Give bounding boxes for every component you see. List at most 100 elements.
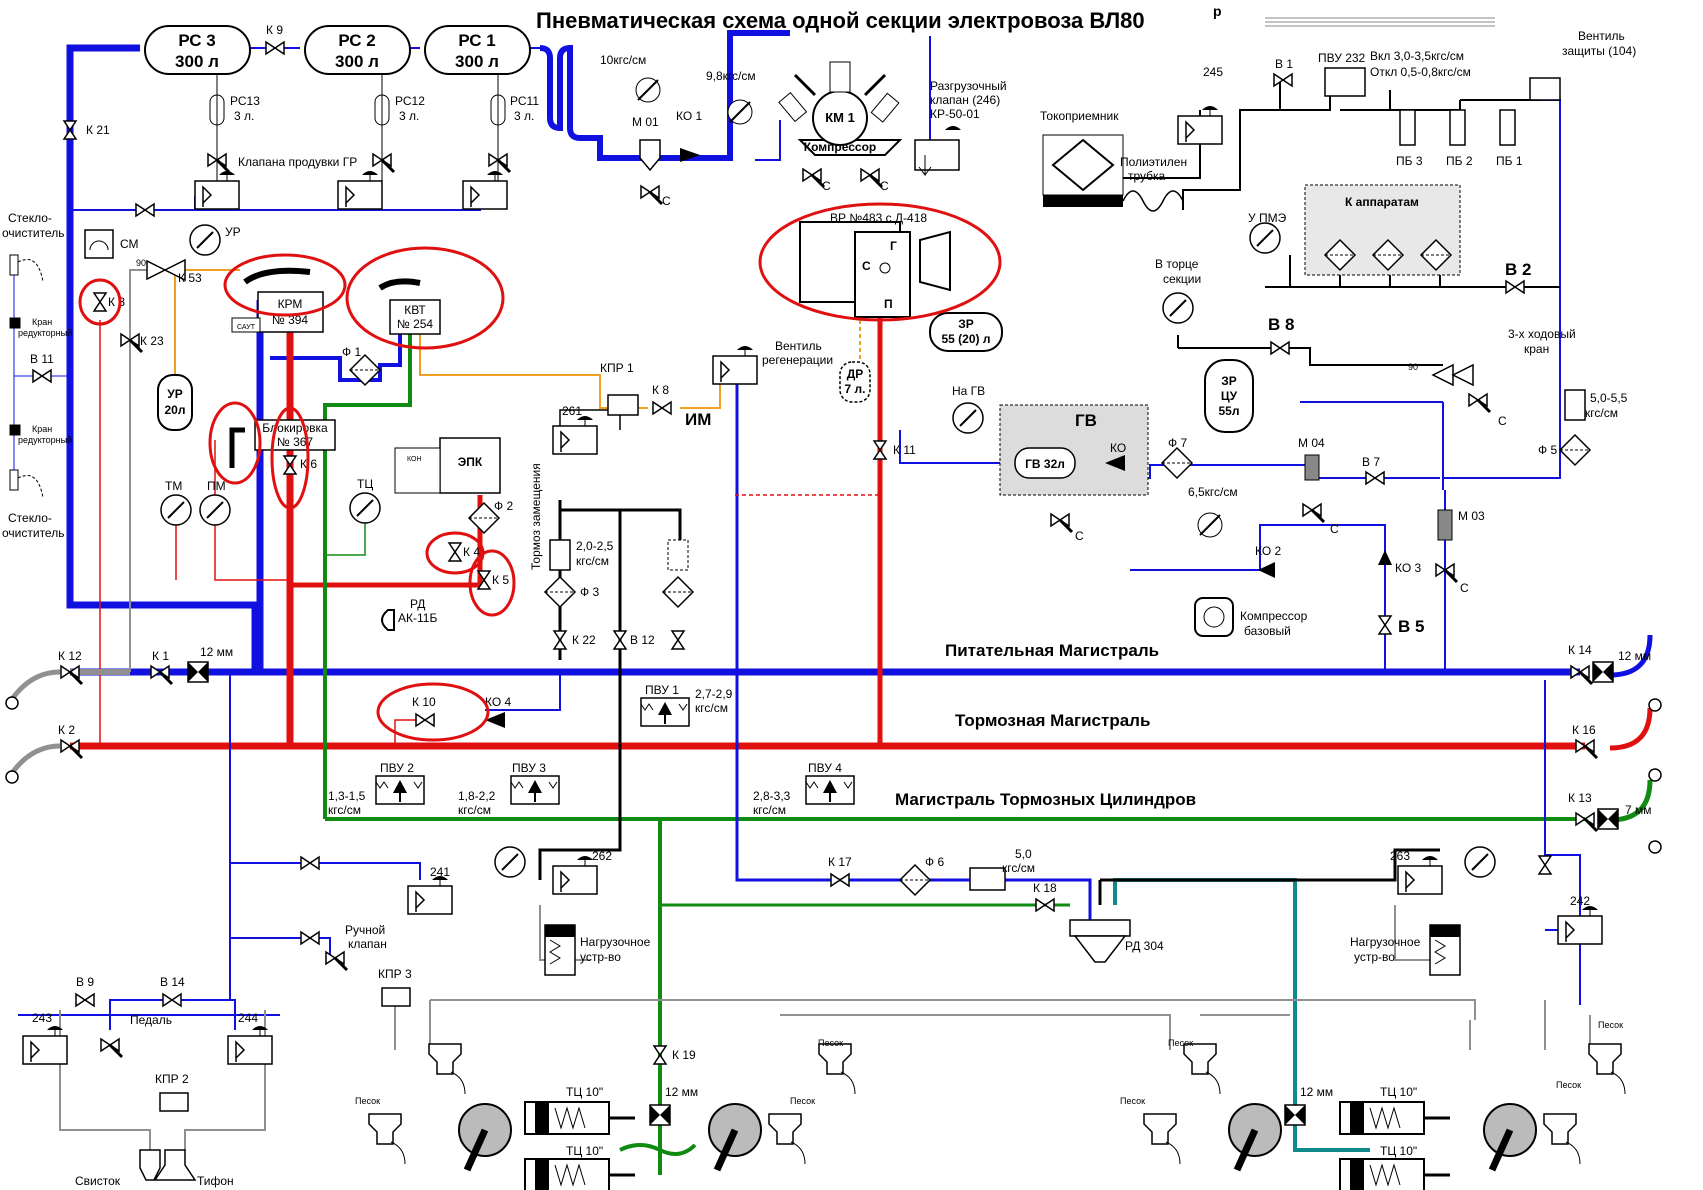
label-262: 262	[592, 849, 612, 863]
check-valve-ko4	[485, 712, 505, 728]
wheel-3	[1229, 1104, 1281, 1170]
label-k19: К 19	[672, 1048, 696, 1062]
label-tm: ТМ	[165, 479, 182, 493]
svg-text:КОН: КОН	[407, 456, 422, 463]
load-device-left	[544, 924, 576, 976]
label-f5: Ф 5	[1538, 443, 1557, 457]
label-k13: К 13	[1568, 791, 1592, 805]
label-im: ИМ	[685, 410, 711, 429]
label-manual-2: клапан	[348, 937, 387, 951]
gauge-tm	[160, 494, 192, 526]
relief-valve-9-8	[727, 99, 753, 125]
valve-k3	[93, 292, 107, 312]
drain-cock-m03	[1434, 562, 1459, 584]
gauge-262	[494, 846, 526, 878]
label-2-7-1: 2,7-2,9	[695, 687, 733, 701]
choke-left	[187, 661, 209, 683]
svg-text:ДР: ДР	[847, 367, 864, 381]
valve-k11	[873, 440, 887, 460]
label-kran-top-1: Кран	[32, 317, 52, 327]
valve-241	[407, 875, 453, 915]
pedal-valve	[99, 1037, 124, 1059]
svg-text:УР: УР	[167, 387, 182, 401]
label-pm: ПМ	[207, 479, 226, 493]
purge-cock-rs13	[206, 152, 231, 174]
valve-v14	[162, 993, 182, 1007]
svg-text:№ 394: № 394	[272, 313, 309, 327]
valve-v9	[75, 993, 95, 1007]
pressure-sensor-rd	[381, 609, 395, 631]
label-sand-3: Песок	[790, 1096, 815, 1106]
relief-valve-6-5	[1197, 512, 1223, 538]
brake-cylinder-4	[1338, 1157, 1452, 1190]
label-regen-2: регенерации	[762, 353, 833, 367]
valve-v2	[1505, 280, 1525, 294]
svg-text:55л: 55л	[1219, 404, 1240, 418]
label-c-km-2: С	[880, 179, 889, 193]
svg-text:20л: 20л	[165, 403, 186, 417]
sander-7	[1543, 1113, 1581, 1165]
label-rs13-vol: 3 л.	[234, 109, 254, 123]
label-ko3: КО 3	[1395, 561, 1422, 575]
reservoir-ur: УР 20л	[157, 374, 193, 431]
gv-box: ГВ 32л	[999, 404, 1149, 496]
valve-v11	[32, 369, 52, 383]
label-90-left: 90	[136, 258, 146, 268]
reservoir-rs1: РС 1 300 л	[424, 25, 531, 75]
svg-text:ЭПК: ЭПК	[458, 455, 483, 469]
label-pb1: ПБ 1	[1496, 154, 1523, 168]
svg-text:300 л: 300 л	[455, 52, 499, 71]
label-d12-lower-right: 12 мм	[1300, 1085, 1333, 1099]
label-poly-2: трубка	[1128, 169, 1166, 183]
purge-cock-rs12	[371, 152, 396, 174]
label-vr483: ВР №483 с Д-418	[830, 211, 927, 225]
valve-k6	[283, 455, 297, 475]
valve-k4	[448, 542, 462, 562]
highlight-marks	[78, 202, 1002, 742]
svg-text:КВТ: КВТ	[404, 303, 426, 317]
label-regen-1: Вентиль	[775, 339, 822, 353]
check-valve-ko3	[1378, 550, 1392, 565]
kvt-254: КВТ № 254	[378, 278, 441, 335]
label-d12-lower-left: 12 мм	[665, 1085, 698, 1099]
wheel-1	[459, 1104, 511, 1170]
label-v1: В 1	[1275, 57, 1293, 71]
filter-f7	[1161, 447, 1193, 479]
pb-valves	[1399, 109, 1516, 146]
label-sand-1: Песок	[355, 1096, 380, 1106]
check-valve-ko2	[1258, 562, 1275, 578]
valve-cyl-lower	[300, 856, 320, 870]
label-244: 244	[238, 1011, 258, 1025]
brake-cylinder-3	[1338, 1100, 1452, 1136]
label-k3: К 3	[108, 295, 125, 309]
label-k11: К 11	[893, 443, 916, 457]
valve-k8	[652, 401, 672, 415]
svg-text:Компрессор: Компрессор	[804, 140, 876, 154]
label-k4: К 4	[463, 545, 480, 559]
label-pvu2: ПВУ 2	[380, 761, 414, 775]
moisture-m03	[1437, 509, 1453, 541]
label-242: 242	[1570, 894, 1590, 908]
valve-feed-top	[135, 203, 155, 217]
svg-text:ЗР: ЗР	[958, 317, 974, 331]
svg-text:ЦУ: ЦУ	[1221, 389, 1238, 403]
valve-k10	[415, 713, 435, 727]
label-v12: В 12	[630, 633, 655, 647]
epk: ЭПК КОН	[394, 437, 501, 494]
interlock-367: Блокировка № 367	[229, 419, 336, 468]
label-manual-1: Ручной	[345, 923, 385, 937]
label-243: 243	[32, 1011, 52, 1025]
label-pvu1: ПВУ 1	[645, 683, 679, 697]
label-unload-1: Разгрузочный	[930, 79, 1007, 93]
purge-valve-3	[462, 170, 508, 210]
label-k8: К 8	[652, 383, 669, 397]
diagram-title: Пневматическая схема одной секции электр…	[536, 8, 1145, 33]
label-to-gv: На ГВ	[952, 384, 985, 398]
label-6-5kgs: 6,5кгс/см	[1188, 485, 1238, 499]
label-vent-1: Вентиль	[1578, 29, 1625, 43]
sander-3	[768, 1113, 806, 1165]
label-rd-n: АК-11Б	[398, 611, 437, 625]
drain-cock-compressor-1	[801, 167, 826, 189]
label-f7: Ф 7	[1168, 436, 1187, 450]
label-load-left-1: Нагрузочное	[580, 935, 651, 949]
